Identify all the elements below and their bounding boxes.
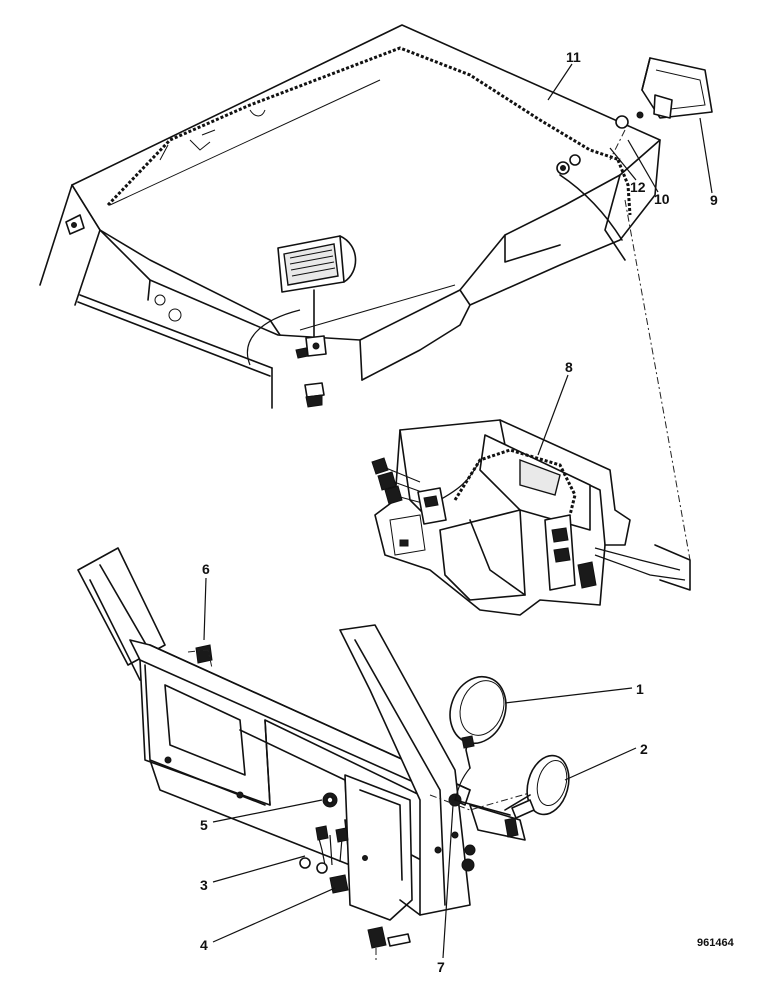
drawing-number: 961464 <box>697 937 735 949</box>
cab-roof <box>39 24 713 561</box>
lower-frame <box>77 547 541 960</box>
switch-console <box>371 419 691 616</box>
callout-1: 1 <box>636 681 644 697</box>
callout-10: 10 <box>654 191 670 207</box>
leader-lines <box>203 63 713 959</box>
callout-12: 12 <box>630 179 646 195</box>
callouts: 11 12 10 9 8 6 1 2 5 3 4 7 961464 <box>200 49 735 975</box>
callout-2: 2 <box>640 741 648 757</box>
callout-7: 7 <box>437 959 445 975</box>
mirror-2 <box>504 754 570 819</box>
callout-11: 11 <box>566 49 581 65</box>
callout-8: 8 <box>565 359 573 375</box>
callout-4: 4 <box>200 937 208 953</box>
work-lamp-9 <box>609 57 713 161</box>
headlamp-1 <box>449 675 507 801</box>
callout-6: 6 <box>202 561 210 577</box>
callout-5: 5 <box>200 817 208 833</box>
callout-3: 3 <box>200 877 208 893</box>
callout-9: 9 <box>710 192 718 208</box>
roof-work-lamp-left <box>246 235 357 408</box>
